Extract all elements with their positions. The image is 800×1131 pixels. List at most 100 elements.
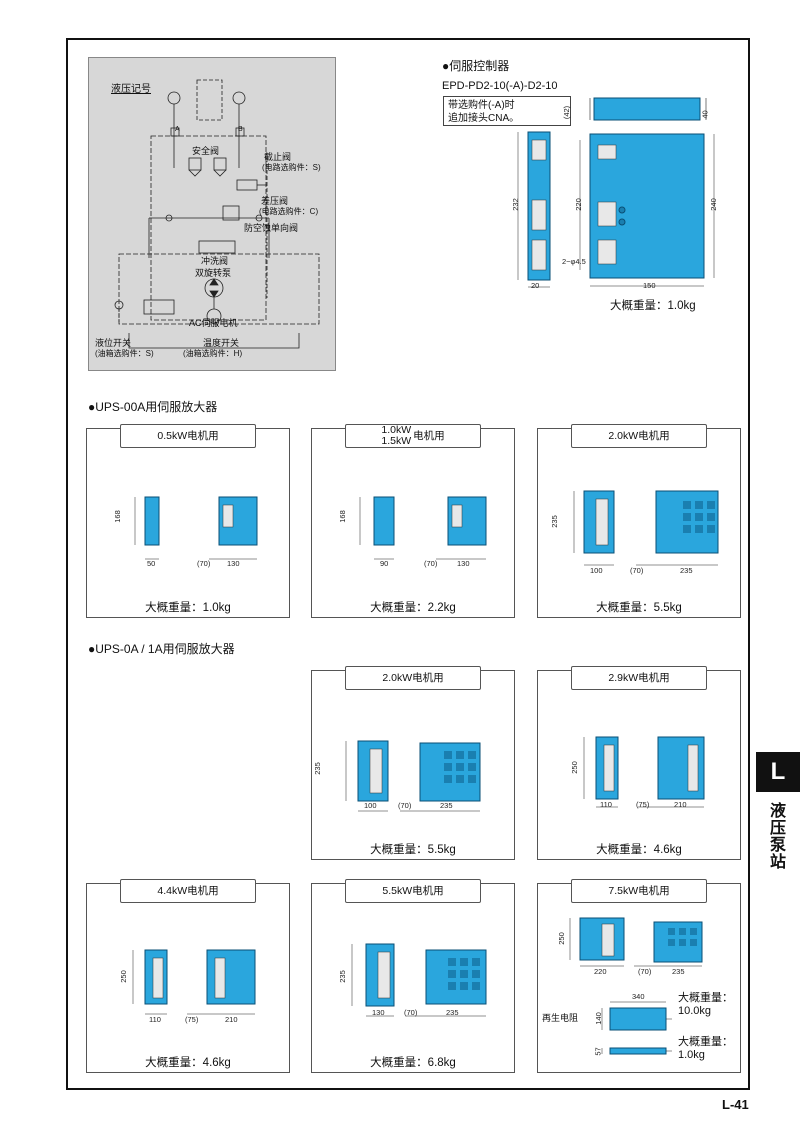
card-weight: 大概重量：1.0kg bbox=[145, 602, 231, 614]
dim-offset: (70) bbox=[404, 1008, 418, 1017]
diff-valve-note: (电路选购件：C) bbox=[259, 207, 319, 216]
card-title: 7.5kW电机用 bbox=[571, 879, 707, 903]
dim-depth: 130 bbox=[227, 559, 240, 568]
stop-valve-note: (电路选购件：S) bbox=[262, 163, 321, 172]
bidirectional-pump-label: 双旋转泵 bbox=[195, 268, 232, 278]
device-drawing bbox=[573, 490, 719, 566]
dim-depth: 235 bbox=[680, 566, 693, 575]
card-weight: 大概重量：5.5kg bbox=[596, 602, 682, 614]
dim-depth: 235 bbox=[440, 801, 453, 810]
dim-height: 168 bbox=[112, 510, 122, 523]
dim-hole: 2−φ4.5 bbox=[562, 257, 586, 266]
dim-height: 235 bbox=[312, 762, 322, 775]
page-number: L-41 bbox=[722, 1097, 749, 1112]
dim-width: 50 bbox=[147, 559, 156, 568]
port-b-label: B bbox=[238, 126, 243, 133]
dim-depth: 130 bbox=[457, 559, 470, 568]
card-title-line-b: 1.5kW bbox=[381, 435, 412, 447]
flush-valve-label: 冲洗阀 bbox=[201, 256, 229, 266]
hydraulic-circuit-diagram bbox=[114, 79, 320, 349]
page-frame bbox=[66, 38, 750, 1090]
card-title-line-a: 1.0kW bbox=[381, 424, 412, 436]
device-drawing bbox=[359, 496, 487, 560]
controller-note-box: 带选购件(-A)时 追加接头CNA。 bbox=[443, 96, 571, 126]
card-title: 2.0kW电机用 bbox=[571, 424, 707, 448]
level-switch-note: (油箱选购件：S) bbox=[95, 349, 154, 358]
regen-weight: 大概重量：1.0kg bbox=[678, 1036, 733, 1061]
ups0a-card-75kw: 7.5kW电机用 250 220 (70) 235 再生电阻 340 140 5… bbox=[537, 879, 741, 1073]
chapter-title: 液压泵站 bbox=[769, 803, 786, 871]
regen-dim-height: 140 bbox=[593, 1012, 603, 1025]
dim-offset: (70) bbox=[630, 566, 644, 575]
controller-section-title: ●伺服控制器 bbox=[442, 59, 510, 73]
card-weight: 大概重量：5.5kg bbox=[370, 844, 456, 856]
regen-resistor-label: 再生电阻 bbox=[542, 1013, 579, 1023]
ups0a-section-title: ●UPS-0A / 1A用伺服放大器 bbox=[88, 642, 235, 656]
card-weight: 大概重量：6.8kg bbox=[370, 1057, 456, 1069]
dim-height: 250 bbox=[556, 932, 566, 945]
dim-width: 100 bbox=[364, 801, 377, 810]
dim-width: 110 bbox=[149, 1015, 161, 1024]
ups00a-card-20kw: 2.0kW电机用 235 100 (70) 235 大概重量：5.5kg bbox=[537, 424, 741, 618]
dim-height: 235 bbox=[549, 515, 559, 528]
device-drawing bbox=[134, 496, 258, 560]
dim-240: 240 bbox=[708, 198, 718, 211]
device-drawing bbox=[351, 943, 487, 1017]
device-drawing bbox=[583, 736, 705, 808]
card-title: 0.5kW电机用 bbox=[120, 424, 256, 448]
card-title-suffix: 电机用 bbox=[413, 429, 445, 442]
safety-valve-label: 安全阀 bbox=[192, 146, 220, 156]
card-title: 5.5kW电机用 bbox=[345, 879, 481, 903]
temp-switch-note: (油箱选购件：H) bbox=[183, 349, 243, 358]
card-title: 2.9kW电机用 bbox=[571, 666, 707, 690]
regen-dim-width: 340 bbox=[632, 992, 645, 1001]
dim-width: 110 bbox=[600, 800, 612, 809]
dim-offset: (75) bbox=[636, 800, 650, 809]
dim-depth: 210 bbox=[674, 800, 687, 809]
device-drawing bbox=[132, 949, 256, 1015]
hydraulic-symbol-panel: 液压记号 bbox=[88, 57, 336, 371]
dim-40: 40 bbox=[700, 110, 710, 119]
stop-valve-label: 截止阀 bbox=[264, 152, 292, 162]
dim-height: 168 bbox=[337, 510, 347, 523]
card-title: 4.4kW电机用 bbox=[120, 879, 256, 903]
regen-dim-height-2: 57 bbox=[593, 1047, 603, 1056]
controller-note-line2: 追加接头CNA。 bbox=[448, 113, 520, 124]
ups0a-card-20kw: 2.0kW电机用 235 100 (70) 235 大概重量：5.5kg bbox=[311, 666, 515, 860]
ac-motor-label: AC伺服电机 bbox=[189, 318, 238, 328]
ups00a-section-title: ●UPS-00A用伺服放大器 bbox=[88, 400, 218, 414]
dim-width: 130 bbox=[372, 1008, 385, 1017]
dim-150: 150 bbox=[643, 281, 656, 290]
port-a-label: A bbox=[175, 126, 180, 133]
dim-width: 220 bbox=[594, 967, 607, 976]
dim-offset: (70) bbox=[398, 801, 412, 810]
level-switch-label: 液位开关 bbox=[95, 338, 132, 348]
card-title: 2.0kW电机用 bbox=[345, 666, 481, 690]
dim-20: 20 bbox=[531, 281, 540, 290]
anti-cavitation-valve-label: 防空蚀单向阀 bbox=[244, 223, 299, 233]
temp-switch-label: 温度开关 bbox=[203, 338, 240, 348]
dim-offset: (70) bbox=[197, 559, 211, 568]
chapter-tab: L bbox=[756, 752, 800, 792]
ups0a-card-44kw: 4.4kW电机用 250 110 (75) 210 大概重量：4.6kg bbox=[86, 879, 290, 1073]
ups0a-card-55kw: 5.5kW电机用 235 130 (70) 235 大概重量：6.8kg bbox=[311, 879, 515, 1073]
controller-model: EPD-PD2-10(-A)-D2-10 bbox=[442, 80, 558, 92]
card-weight: 大概重量：4.6kg bbox=[145, 1057, 231, 1069]
dim-232: 232 bbox=[510, 198, 520, 211]
controller-note-line1: 带选购件(-A)时 bbox=[448, 100, 515, 111]
dim-height: 250 bbox=[118, 970, 128, 983]
card-weight: 大概重量：2.2kg bbox=[370, 602, 456, 614]
dim-depth: 235 bbox=[446, 1008, 459, 1017]
hydraulic-title: 液压记号 bbox=[111, 84, 151, 95]
device-drawing bbox=[569, 917, 703, 1055]
dim-depth: 235 bbox=[672, 967, 685, 976]
dim-width: 100 bbox=[590, 566, 603, 575]
dim-width: 90 bbox=[380, 559, 389, 568]
controller-drawing bbox=[517, 97, 715, 288]
dim-offset: (75) bbox=[185, 1015, 199, 1024]
diff-valve-label: 差压阀 bbox=[261, 196, 289, 206]
card-weight: 大概重量：4.6kg bbox=[596, 844, 682, 856]
amp-weight: 大概重量：10.0kg bbox=[678, 992, 733, 1017]
controller-weight: 大概重量：1.0kg bbox=[610, 300, 696, 312]
ups00a-card-10-15kw: 1.0kW 1.5kW 电机用 168 90 (70) 130 大概重量：2.2… bbox=[311, 424, 515, 618]
